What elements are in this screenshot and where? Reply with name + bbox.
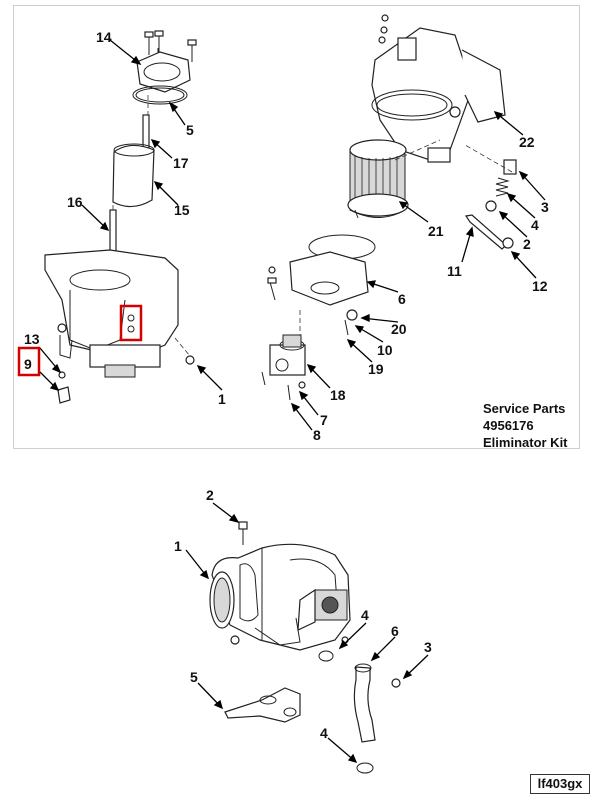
upper-diagram-frame xyxy=(13,5,580,449)
callout-5: 5 xyxy=(186,122,194,138)
service-parts-caption: Service Parts 4956176 Eliminator Kit xyxy=(483,400,568,451)
o-ring-lower xyxy=(356,762,374,774)
bottom-callout-4-upper: 4 xyxy=(361,607,369,623)
plug-3 xyxy=(503,159,517,175)
o-ring-13 xyxy=(58,371,66,379)
caption-line-1: Service Parts xyxy=(483,401,566,416)
callout-12: 12 xyxy=(532,278,548,294)
bottom-callouts: 2 1 4 6 3 5 4 xyxy=(174,487,432,741)
callout-9: 9 xyxy=(24,356,32,372)
valve-assembly xyxy=(269,334,306,376)
bottom-callout-1: 1 xyxy=(174,538,182,554)
callout-14: 14 xyxy=(96,29,112,45)
callout-6: 6 xyxy=(398,291,406,307)
bottom-housing-assembly xyxy=(209,521,351,651)
ball-2 xyxy=(485,200,497,212)
top-callouts: 14 5 17 15 16 13 9 1 22 3 4 2 21 11 12 6… xyxy=(24,29,549,443)
bottom-callout-3: 3 xyxy=(424,639,432,655)
connector-tube xyxy=(353,666,376,743)
filter-cover xyxy=(136,51,191,93)
callout-2: 2 xyxy=(523,236,531,252)
bottom-callout-6: 6 xyxy=(391,623,399,639)
callout-13: 13 xyxy=(24,331,40,347)
base-plate xyxy=(289,251,369,306)
eliminator-housing xyxy=(371,27,506,163)
callout-16: 16 xyxy=(67,194,83,210)
pin-11 xyxy=(464,214,507,250)
housing-bolts xyxy=(378,14,389,44)
callout-8: 8 xyxy=(313,427,321,443)
bottom-callout-5: 5 xyxy=(190,669,198,685)
callout-17: 17 xyxy=(173,155,189,171)
bolt-1 xyxy=(185,355,195,365)
bottom-callout-2: 2 xyxy=(206,487,214,503)
callout-3: 3 xyxy=(541,199,549,215)
bottom-gasket xyxy=(224,687,301,723)
caption-line-2: 4956176 xyxy=(483,418,534,433)
leader-lines xyxy=(39,39,546,431)
highlight-callout-9 xyxy=(17,346,41,377)
callout-22: 22 xyxy=(519,134,535,150)
spring-4 xyxy=(495,177,510,197)
eliminator-element xyxy=(347,139,409,219)
figure-id-label: lf403gx xyxy=(530,774,590,794)
bottom-leader-lines xyxy=(185,502,429,764)
callout-7: 7 xyxy=(320,412,328,428)
o-ring-upper xyxy=(318,650,334,662)
callout-20: 20 xyxy=(391,321,407,337)
washer-20 xyxy=(346,309,358,321)
bottom-callout-4-lower: 4 xyxy=(320,725,328,741)
callout-10: 10 xyxy=(377,342,393,358)
highlighted-port xyxy=(119,304,143,342)
callout-19: 19 xyxy=(368,361,384,377)
callout-18: 18 xyxy=(330,387,346,403)
cover-gasket xyxy=(132,85,188,105)
standpipe xyxy=(109,209,117,256)
filter-element xyxy=(112,144,155,208)
callout-15: 15 xyxy=(174,202,190,218)
callout-21: 21 xyxy=(428,223,444,239)
filter-housing xyxy=(44,249,179,378)
callout-1: 1 xyxy=(218,391,226,407)
caption-line-3: Eliminator Kit xyxy=(483,435,568,450)
bolt-3-bottom xyxy=(391,678,401,688)
callout-4: 4 xyxy=(531,217,539,233)
callout-11: 11 xyxy=(447,263,462,279)
plug-9 xyxy=(57,386,71,404)
